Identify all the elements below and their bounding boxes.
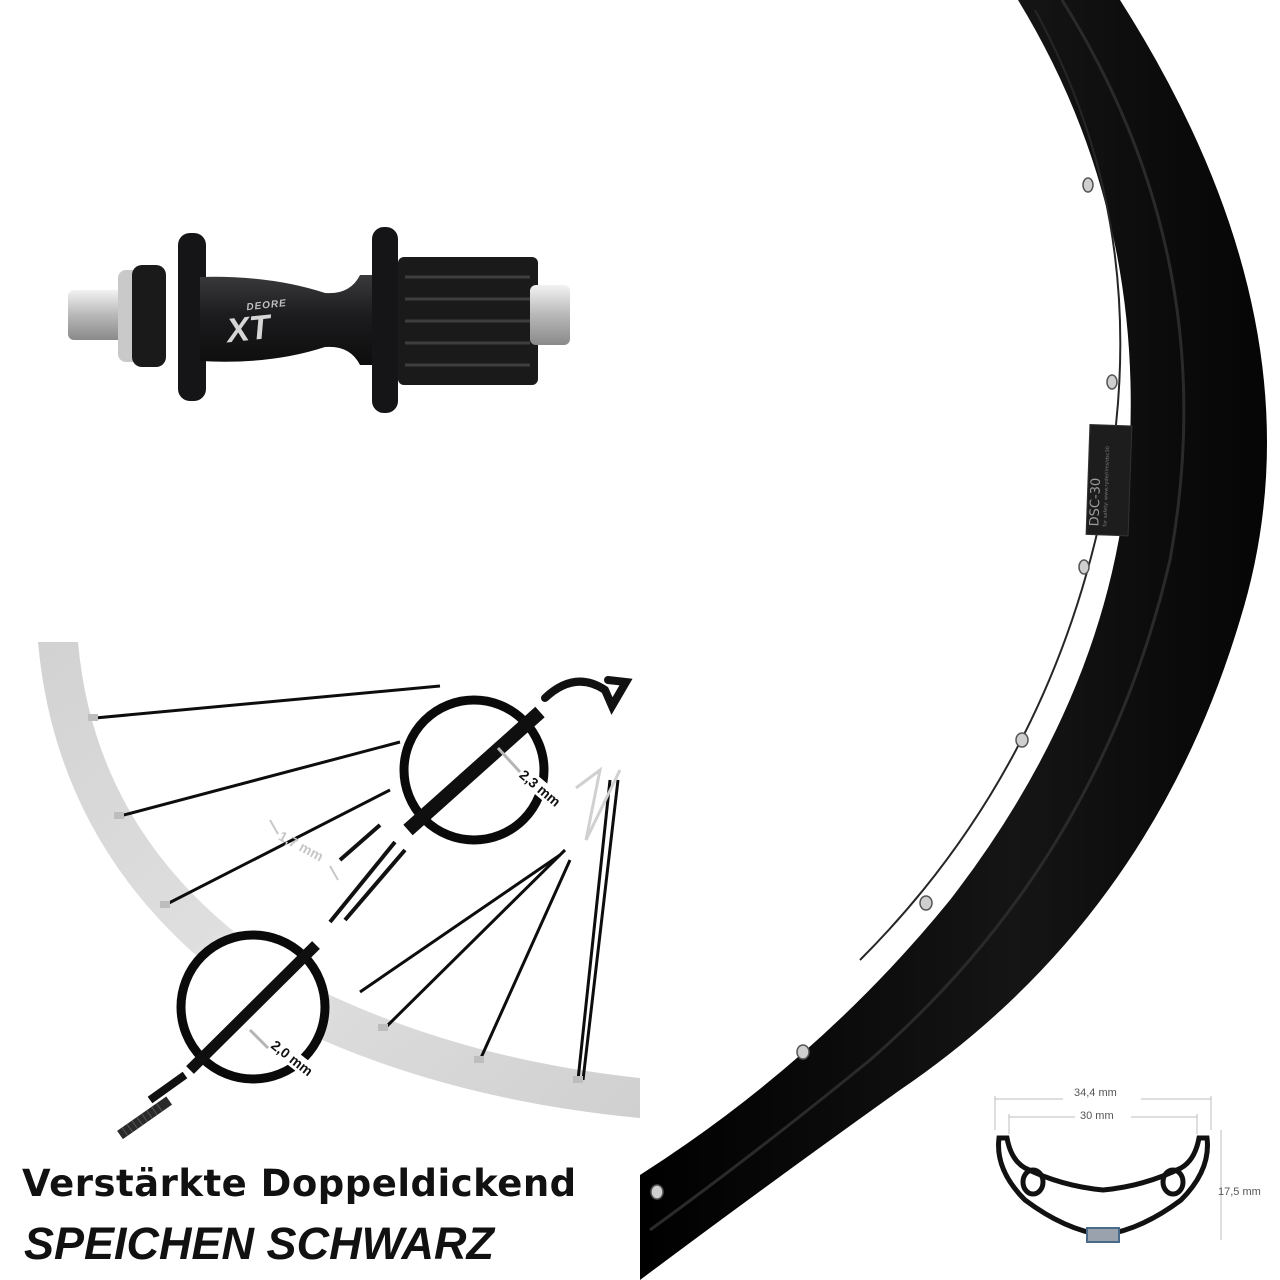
rim-decal (1085, 423, 1133, 537)
profile-inner-width: 30 mm (1080, 1110, 1114, 1122)
profile-height: 17,5 mm (1218, 1186, 1261, 1198)
spoke-segments (328, 823, 407, 924)
rim-profile-diagram (994, 1096, 1222, 1243)
spoke-nipples (88, 714, 583, 1083)
hub-right-endcap (530, 285, 570, 345)
profile-outer-width: 34,4 mm (1074, 1087, 1117, 1099)
caption-line1: Verstärkte Doppeldickend (22, 1162, 577, 1205)
hub-left-endcap (68, 290, 126, 340)
hub-logo: DEORE XT (225, 298, 291, 350)
grey-rim-arc (38, 642, 640, 1118)
magnifier-lower (147, 925, 335, 1104)
spoke-head (541, 676, 633, 715)
hub-logo-large: XT (224, 307, 273, 351)
hub-right-flange (372, 227, 398, 413)
magnifier-upper (394, 690, 554, 850)
hub-body (200, 275, 390, 365)
profile-outline (996, 1135, 1210, 1238)
spoke-thread (117, 1096, 173, 1140)
rim-spoke-holes (650, 177, 1118, 1200)
profile-tape (1086, 1227, 1120, 1243)
rim-channel-line (649, 0, 1186, 1232)
spoke-lines (94, 684, 620, 1081)
profile-dimension-lines (994, 1096, 1222, 1240)
spoke-zigzag (575, 766, 622, 841)
rim-decal-text: DSC-30 for safety: www.ryde/rims/dsc30 (1087, 406, 1112, 527)
hub-left-flange (178, 233, 206, 401)
rim-band (640, 0, 1267, 1280)
caption-line2: SPEICHEN SCHWARZ (24, 1218, 495, 1269)
dimension-17-marks (269, 819, 339, 881)
hub-illustration (68, 227, 570, 413)
spoke-illustration (38, 642, 640, 1140)
